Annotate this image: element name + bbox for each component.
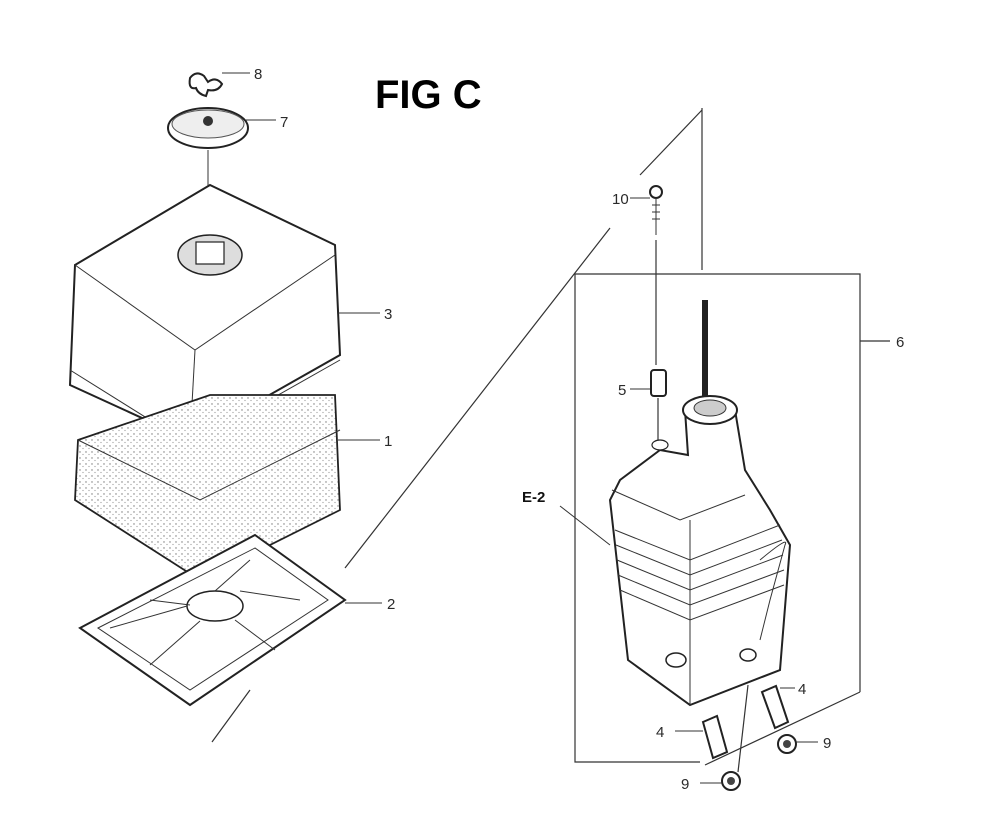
- air-cleaner-cover-part: [68, 183, 380, 446]
- bolt-part: [630, 185, 663, 365]
- intake-elbow-part: [608, 395, 792, 707]
- callout-8: 8: [254, 66, 262, 83]
- dowel-pin-upper-part: [760, 684, 795, 730]
- callout-4-lower: 4: [656, 724, 664, 741]
- reference-mark-e2: E-2: [522, 489, 545, 506]
- callout-9-right: 9: [823, 735, 831, 752]
- callout-4-upper: 4: [798, 681, 806, 698]
- callout-5: 5: [618, 382, 626, 399]
- collar-part: [630, 369, 667, 440]
- cover-cap-part: [167, 107, 276, 149]
- callout-9-bottom: 9: [681, 776, 689, 793]
- figure-title: FIG C: [375, 73, 482, 117]
- callout-10: 10: [612, 191, 629, 208]
- filter-base-part: [78, 533, 382, 707]
- foam-filter-element-part: [74, 394, 380, 582]
- dowel-pin-lower-part: [675, 714, 729, 760]
- wing-nut-part: [188, 72, 250, 98]
- nut-right-part: [777, 734, 818, 754]
- callout-6: 6: [896, 334, 904, 351]
- callout-1: 1: [384, 433, 392, 450]
- nut-bottom-part: [700, 771, 741, 791]
- callout-2: 2: [387, 596, 395, 613]
- callout-3: 3: [384, 306, 392, 323]
- callout-7: 7: [280, 114, 288, 131]
